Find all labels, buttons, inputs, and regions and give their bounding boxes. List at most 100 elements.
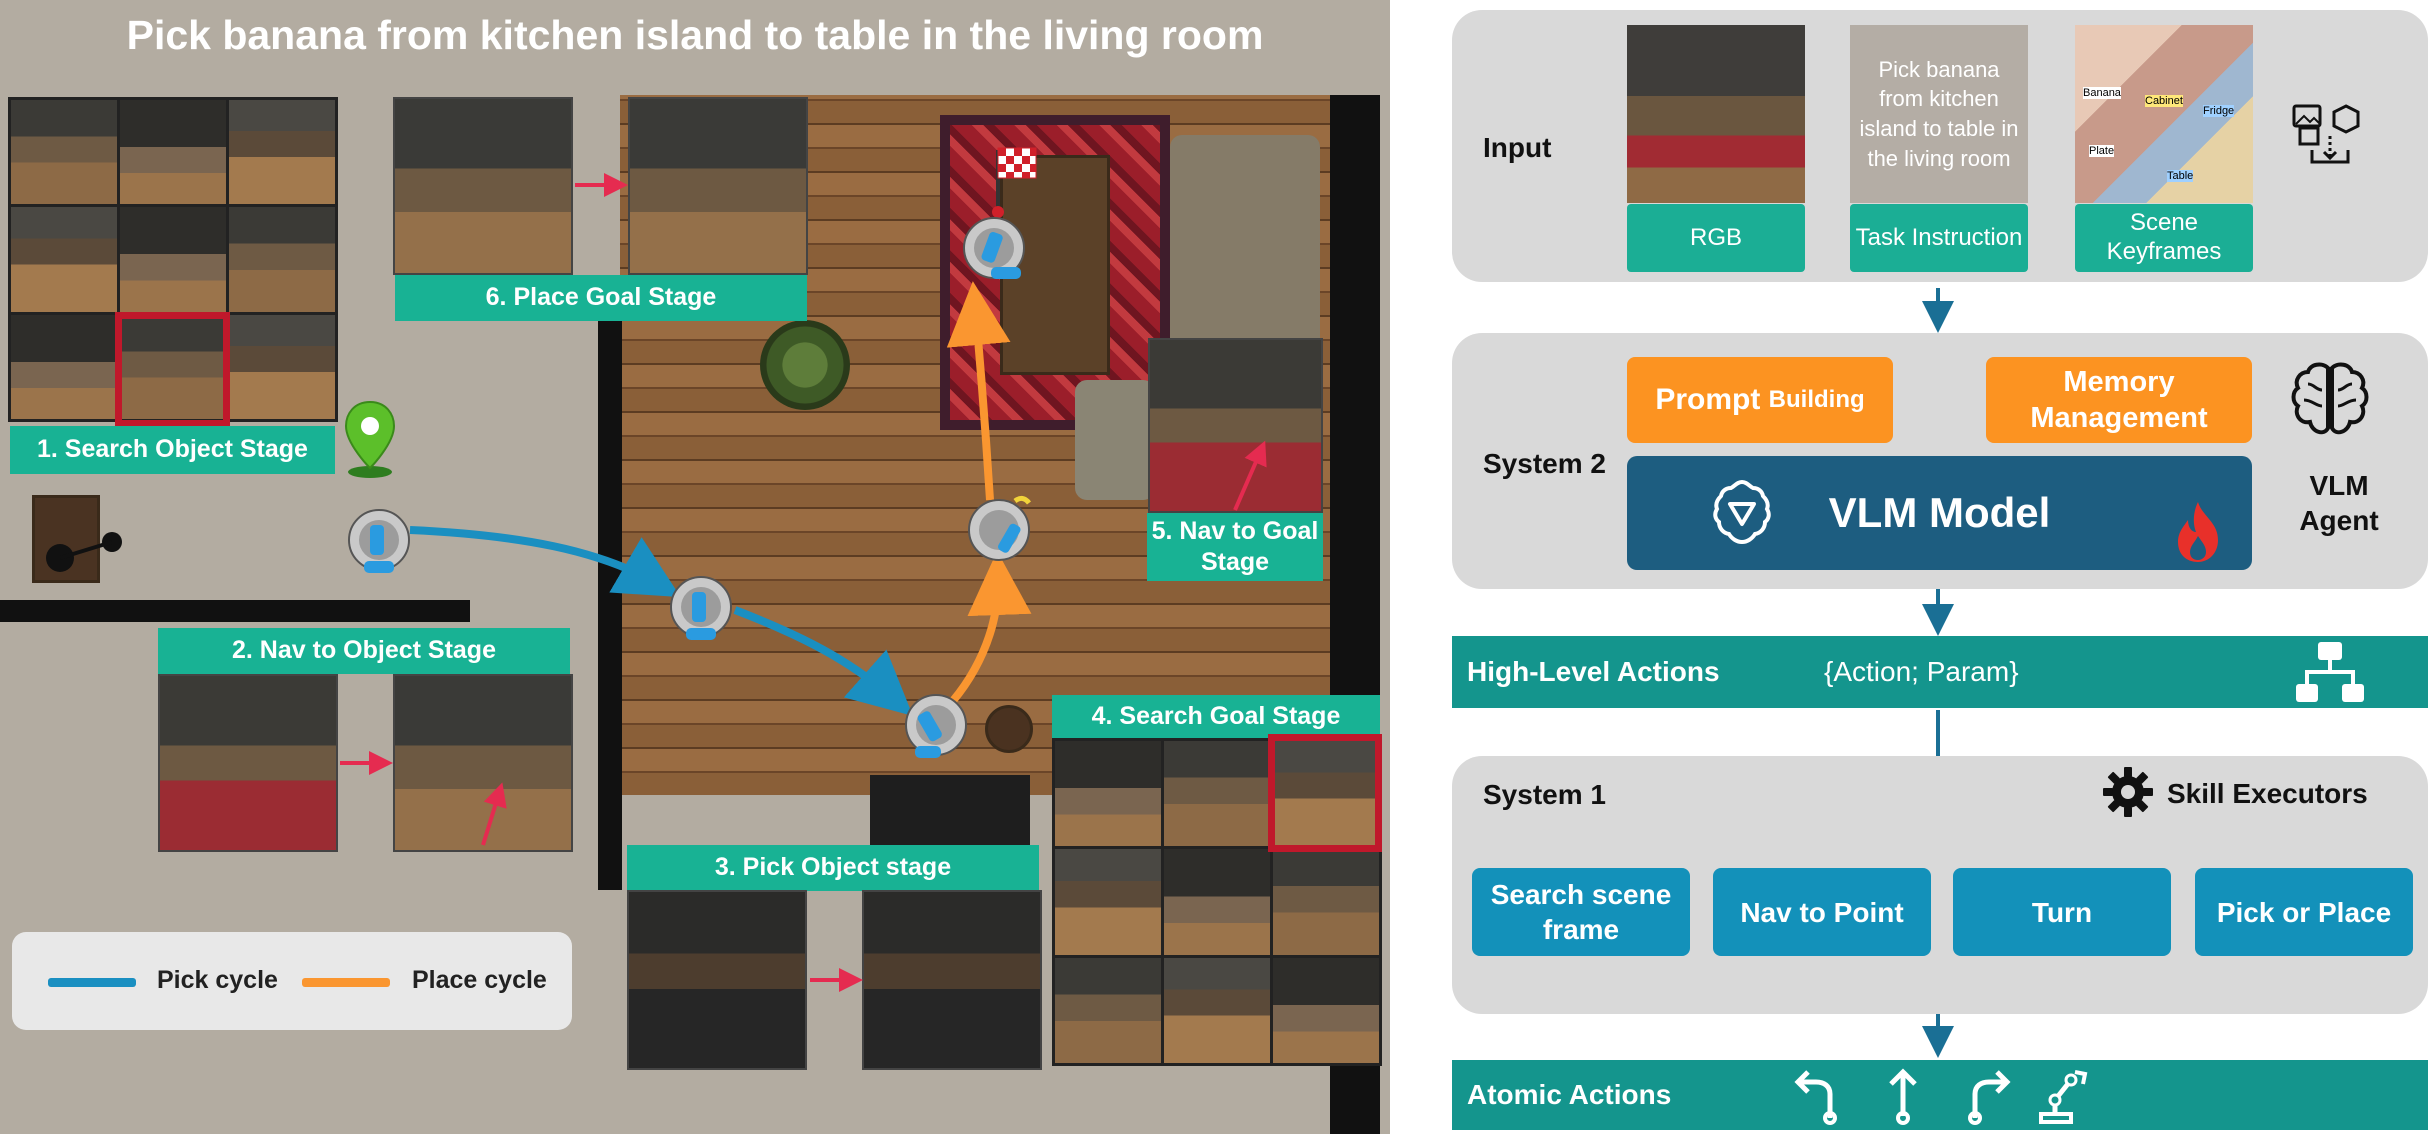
nav-object-before — [158, 674, 338, 852]
pick-path-1 — [409, 526, 681, 598]
frame — [1055, 741, 1161, 847]
frame — [229, 207, 335, 312]
stage-6-label: 6. Place Goal Stage — [395, 275, 807, 321]
frame — [120, 100, 226, 205]
frame — [11, 207, 117, 312]
keyframe-label-plate: Plate — [2089, 145, 2115, 157]
high-level-actions-value: {Action; Param} — [1824, 656, 2019, 687]
skill-turn: Turn — [1953, 868, 2171, 956]
trajectory-overlay — [46, 147, 1267, 992]
frame — [1055, 957, 1161, 1063]
ottoman — [1075, 380, 1155, 500]
frame — [229, 100, 335, 205]
vlm-agent-label: VLM Agent — [2299, 470, 2379, 536]
frame — [229, 314, 335, 419]
room-divider-wall — [598, 320, 622, 890]
nav-goal-frame — [1148, 338, 1323, 513]
system2-label: System 2 — [1483, 448, 1606, 479]
gear-icon — [2103, 767, 2153, 817]
stage-1-label: 1. Search Object Stage — [10, 426, 335, 474]
skill-search-scene-frame: Search scene frame — [1472, 868, 1690, 956]
skill-nav-to-point: Nav to Point — [1713, 868, 1931, 956]
stage-2-label: 2. Nav to Object Stage — [158, 628, 570, 674]
brain-icon — [2291, 362, 2369, 435]
atomic-actions-label: Atomic Actions — [1467, 1079, 1672, 1110]
fire-icon — [2178, 502, 2218, 562]
stage2-arrow-b — [481, 782, 507, 846]
system1-label: System 1 — [1483, 779, 1606, 810]
place-path-2 — [946, 281, 1011, 501]
goal-frame-highlight — [1268, 734, 1382, 852]
scene-title: Pick banana from kitchen island to table… — [126, 12, 1264, 58]
pick-object-before — [627, 890, 807, 1070]
search-object-grid — [8, 97, 338, 422]
memory-management-box: Memory Management — [1986, 357, 2252, 443]
robot-icon — [905, 694, 967, 758]
search-goal-grid — [1052, 738, 1382, 1066]
place-goal-after — [628, 97, 808, 275]
keyframe-label-fridge: Fridge — [2203, 105, 2235, 117]
skill-executors-label: Skill Executors — [2167, 778, 2368, 809]
pick-cycle-label: Pick cycle — [157, 966, 278, 994]
pick-object-after — [862, 890, 1042, 1070]
hall-wall — [0, 600, 470, 622]
task-instruction-tag: Task Instruction — [1850, 204, 2028, 272]
atomic-actions-bar: Atomic Actions — [1452, 1060, 2428, 1130]
scene-keyframes-image: Banana Cabinet Fridge Plate Table — [2075, 25, 2253, 203]
frame — [1164, 849, 1270, 955]
stage5-arrow — [1233, 440, 1267, 511]
robot-icon — [348, 509, 410, 573]
stage-5-label: 5. Nav to Goal Stage — [1147, 513, 1323, 581]
place-cycle-label: Place cycle — [412, 966, 547, 994]
keyframe-label-cabinet: Cabinet — [2145, 95, 2183, 107]
lamp-cord — [59, 540, 113, 560]
robot-icon — [968, 495, 1031, 561]
side-stool — [985, 705, 1033, 753]
forward-icon — [1889, 1068, 1917, 1125]
frame — [1055, 849, 1161, 955]
place-cycle-swatch — [302, 978, 390, 987]
frame — [120, 314, 226, 419]
robot-icon — [963, 217, 1025, 279]
selected-frame-highlight — [115, 312, 230, 427]
place-goal-before — [393, 97, 573, 275]
frame — [1273, 741, 1379, 847]
stage-3-label: 3. Pick Object stage — [627, 845, 1039, 891]
turn-left-icon — [1794, 1070, 1837, 1125]
input-label: Input — [1483, 132, 1552, 163]
nav-object-after — [393, 674, 573, 852]
rgb-image — [1627, 25, 1805, 203]
task-instruction-text: Pick banana from kitchen island to table… — [1850, 25, 2028, 203]
turn-right-icon — [1968, 1070, 2011, 1125]
stage-4-label: 4. Search Goal Stage — [1052, 695, 1380, 739]
frame — [1164, 957, 1270, 1063]
robot-icon — [670, 576, 732, 640]
goal-flag-base — [992, 206, 1004, 218]
prompt-building-a: Prompt — [1655, 383, 1761, 417]
frame — [1273, 957, 1379, 1063]
hierarchy-icon — [2296, 642, 2364, 702]
frame — [120, 207, 226, 312]
high-level-actions-bar: High-Level Actions {Action; Param} — [1452, 636, 2428, 708]
pick-cycle-swatch — [48, 978, 136, 987]
location-pin-icon — [344, 400, 396, 478]
scene-panel: Pick banana from kitchen island to table… — [0, 0, 1390, 1134]
frame — [1273, 849, 1379, 955]
frame — [11, 100, 117, 205]
frame — [1164, 741, 1270, 847]
scene-keyframes-tag: Scene Keyframes — [2075, 204, 2253, 272]
vlm-model-box: VLM Model — [1627, 456, 2252, 570]
keyframe-label-banana: Banana — [2083, 87, 2121, 99]
vlm-model-label: VLM Model — [1828, 489, 2051, 536]
rgb-tag: RGB — [1627, 204, 1805, 272]
prompt-building-box: Prompt Building — [1627, 357, 1893, 443]
keyframe-label-table: Table — [2167, 170, 2194, 182]
pick-path-2 — [733, 606, 913, 716]
prompt-building-b: Building — [1768, 386, 1865, 413]
image-input-icon — [2292, 104, 2360, 164]
robot-arm-icon — [2039, 1070, 2088, 1124]
model-logo-icon — [1713, 479, 1771, 545]
legend: Pick cycle Place cycle — [12, 932, 572, 1030]
high-level-actions-label: High-Level Actions — [1467, 656, 1720, 687]
skill-pick-or-place: Pick or Place — [2195, 868, 2413, 956]
